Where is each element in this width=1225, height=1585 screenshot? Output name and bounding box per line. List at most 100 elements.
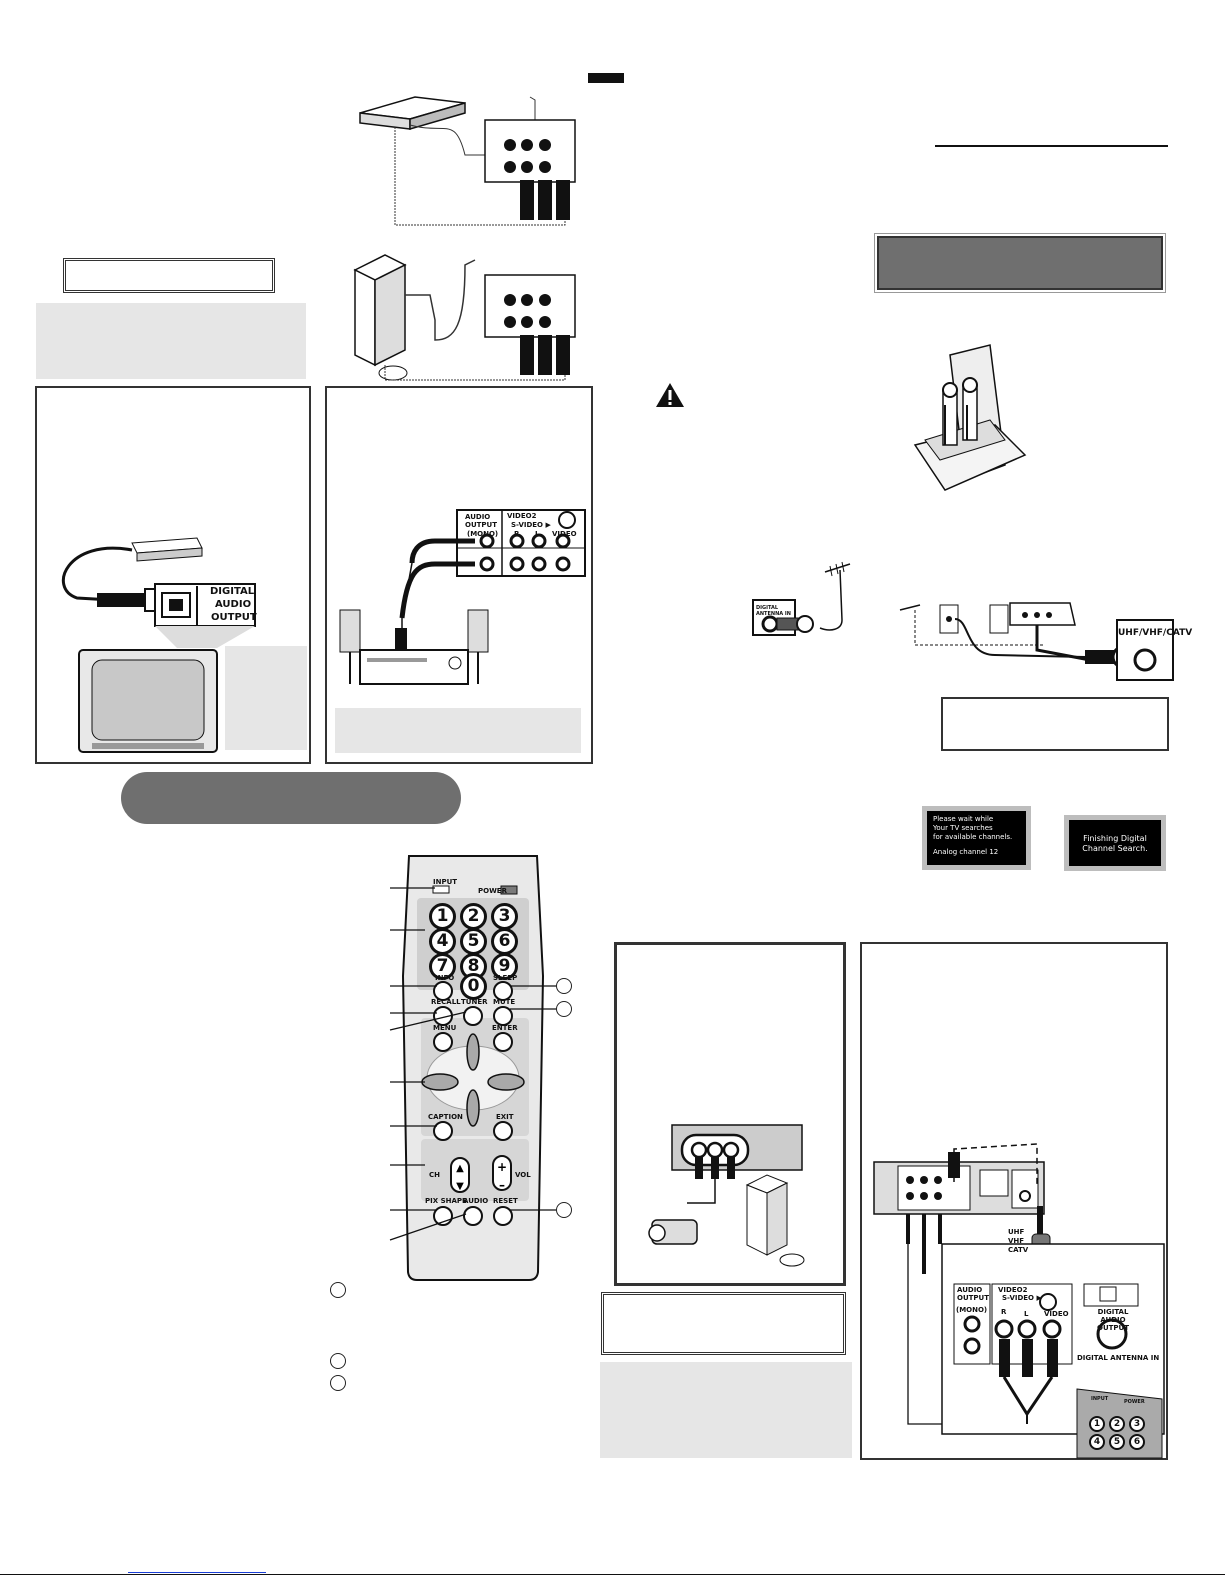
search-line-3: for available channels. (933, 833, 1013, 841)
vol-label: VOL (515, 1171, 531, 1179)
digit-button-6[interactable]: 6 (491, 928, 518, 955)
inset-digit-3: 3 (1129, 1416, 1145, 1432)
digital-audio-output-label-1: DIGITAL (210, 586, 255, 597)
inset-digit-2: 2 (1109, 1416, 1125, 1432)
enter-button[interactable] (493, 1032, 513, 1052)
uhf-label: UHF (1008, 1228, 1025, 1236)
pix-shape-button[interactable] (433, 1206, 453, 1226)
rear-video-label: VIDEO (1044, 1310, 1069, 1318)
reset-label: RESET (493, 1197, 518, 1205)
digit-button-4[interactable]: 4 (429, 928, 456, 955)
callout-circle-mute (556, 1001, 572, 1017)
info-button[interactable] (433, 981, 453, 1001)
analog-audio-note (335, 708, 581, 753)
front-input-note (600, 1362, 852, 1458)
dvd-player-illustration (359, 96, 576, 226)
remote-control: ▲ ▼ + – INPUT POWER 1 2 3 4 5 6 7 8 9 0 … (401, 855, 545, 1281)
svg-text:+: + (497, 1160, 507, 1174)
catv-label: CATV (1008, 1246, 1029, 1254)
power-button-label: POWER (478, 887, 507, 895)
tuner-button[interactable] (463, 1006, 483, 1026)
digital-antenna-diagram: DIGITAL ANTENNA IN (750, 560, 870, 640)
inset-digit-5: 5 (1109, 1434, 1125, 1450)
inset-power-label: POWER (1124, 1399, 1145, 1405)
digital-audio-output-label-3: OUTPUT (211, 612, 257, 623)
vhf-label: VHF (1008, 1237, 1025, 1245)
antenna-note-box (941, 697, 1169, 751)
warning-icon (656, 383, 684, 407)
rear-digital-antenna-in-label: DIGITAL ANTENNA IN (1077, 1354, 1160, 1362)
mono-label: (MONO) (467, 530, 499, 538)
exit-label: EXIT (496, 1113, 514, 1121)
video2-label: VIDEO2 (507, 512, 537, 520)
channel-search-screen: Please wait while Your TV searches for a… (922, 806, 1031, 870)
uhf-vhf-catv-label: UHF/VHF/CATV (1118, 628, 1193, 638)
search-line-2: Your TV searches (933, 824, 993, 832)
finish-line-2: Channel Search. (1082, 844, 1148, 853)
rear-mono-label: (MONO) (956, 1306, 988, 1314)
recall-button[interactable] (433, 1006, 453, 1026)
rear-r-label: R (1001, 1308, 1007, 1316)
front-input-panel (614, 942, 846, 1286)
digital-audio-side-note (225, 646, 307, 750)
recall-label: RECALL (431, 998, 461, 1006)
caption-label: CAPTION (428, 1113, 463, 1121)
digit-button-0[interactable]: 0 (460, 973, 487, 1000)
left-heading-box (63, 258, 275, 293)
svg-text:–: – (499, 1178, 505, 1192)
l-label: L (535, 530, 540, 538)
svg-text:▲: ▲ (456, 1163, 464, 1174)
audio-output-label: AUDIO OUTPUT (465, 513, 497, 529)
inset-digit-6: 6 (1129, 1434, 1145, 1450)
ch-label: CH (429, 1171, 440, 1179)
reset-button[interactable] (493, 1206, 513, 1226)
callout-circle-a (330, 1282, 346, 1298)
rear-video2-label: VIDEO2 (998, 1286, 1028, 1294)
rear-jacks-illustration (873, 1143, 1165, 1459)
digital-audio-output-label-2: AUDIO (215, 599, 252, 610)
video-label: VIDEO (552, 530, 577, 538)
section-rule (935, 145, 1168, 147)
analog-audio-panel: AUDIO OUTPUT VIDEO2 S-VIDEO ▶ (MONO) R L… (325, 386, 593, 764)
menu-button[interactable] (433, 1032, 453, 1052)
menu-label: MENU (433, 1024, 457, 1032)
finishing-search-screen: Finishing Digital Channel Search. (1064, 815, 1166, 871)
analog-audio-illustration (339, 509, 586, 685)
callout-circle-sleep (556, 978, 572, 994)
callout-circle-c (330, 1375, 346, 1391)
digit-button-9[interactable]: 9 (491, 953, 518, 980)
inset-digit-4: 4 (1089, 1434, 1105, 1450)
mute-button[interactable] (493, 1006, 513, 1026)
digital-audio-panel: DIGITAL AUDIO OUTPUT (35, 386, 311, 764)
callout-circle-b (330, 1353, 346, 1369)
audio-label: AUDIO (463, 1197, 489, 1205)
s-video-label: S-VIDEO ▶ (511, 521, 551, 529)
left-note-block (36, 303, 306, 379)
enter-label: ENTER (492, 1024, 518, 1032)
rear-input-panel: UHF VHF CATV AUDIO OUTPUT VIDEO2 S-VIDEO… (860, 942, 1168, 1460)
antenna-illustration (752, 561, 851, 636)
battery-installation-illustration (913, 344, 1027, 491)
bottom-rule (0, 1574, 1225, 1575)
caption-button[interactable] (433, 1121, 453, 1141)
svg-text:▼: ▼ (456, 1181, 464, 1192)
sleep-label: SLEEP (493, 974, 518, 982)
digit-button-1[interactable]: 1 (429, 903, 456, 930)
pix-shape-label: PIX SHAPE (425, 1197, 467, 1205)
sleep-button[interactable] (493, 981, 513, 1001)
r-label: R (514, 530, 520, 538)
inset-digit-1: 1 (1089, 1416, 1105, 1432)
front-input-heading-box (601, 1292, 846, 1355)
bottom-link-underline[interactable] (128, 1572, 266, 1573)
analog-antenna-diagram: UHF/VHF/CATV (895, 595, 1192, 685)
exit-button[interactable] (493, 1121, 513, 1141)
rear-s-video-label: S-VIDEO ▶ (1002, 1294, 1042, 1302)
digit-button-7[interactable]: 7 (429, 953, 456, 980)
callout-circle-reset (556, 1202, 572, 1218)
audio-button[interactable] (463, 1206, 483, 1226)
dvd-connection-diagram (355, 95, 580, 235)
rear-audio-output-label: AUDIO OUTPUT (957, 1286, 989, 1302)
game-console-connection-diagram (345, 245, 580, 385)
info-label: INFO (435, 974, 455, 982)
search-line-1: Please wait while (933, 815, 994, 823)
